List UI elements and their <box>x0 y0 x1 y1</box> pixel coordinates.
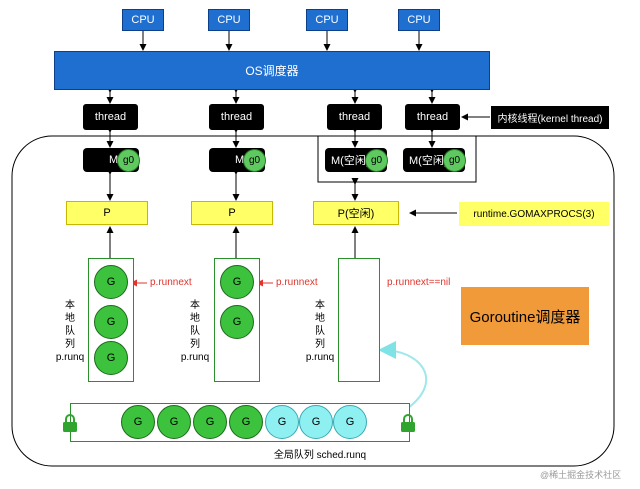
goroutine-cyan: G <box>333 405 367 439</box>
global-queue-label: 全局队列 sched.runq <box>273 450 367 461</box>
goroutine-scheduler-box: Goroutine调度器 <box>461 287 589 345</box>
runnext-nil-label: p.runnext==nil <box>387 277 451 288</box>
idle-group-box <box>317 135 477 183</box>
m-label: M(空闲) <box>331 155 370 167</box>
thread-box: thread <box>209 104 264 130</box>
watermark: @稀土掘金技术社区 <box>540 470 622 480</box>
m-label: M(空闲) <box>409 155 448 167</box>
goroutine-cyan: G <box>299 405 333 439</box>
p-box: P <box>66 201 148 225</box>
goroutine: G <box>193 405 227 439</box>
goroutine: G <box>94 305 128 339</box>
g0-badge: g0 <box>117 149 140 172</box>
thread-box: thread <box>327 104 382 130</box>
goroutine: G <box>94 265 128 299</box>
cpu-box: CPU <box>306 9 348 31</box>
goroutine: G <box>220 265 254 299</box>
runnext-label: p.runnext <box>150 277 192 288</box>
gomaxprocs-label: runtime.GOMAXPROCS(3) <box>459 202 609 226</box>
local-queue-label: 本地 队列 p.runq <box>305 300 335 363</box>
goroutine: G <box>94 341 128 375</box>
cpu-box: CPU <box>208 9 250 31</box>
goroutine: G <box>220 305 254 339</box>
goroutine: G <box>229 405 263 439</box>
goroutine-cyan: G <box>265 405 299 439</box>
m-box: M g0 <box>209 148 266 172</box>
g0-badge: g0 <box>243 149 266 172</box>
m-box: M(空闲) g0 <box>325 148 388 172</box>
cpu-box: CPU <box>398 9 440 31</box>
g0-badge: g0 <box>443 149 466 172</box>
m-box: M(空闲) g0 <box>403 148 466 172</box>
g0-badge: g0 <box>365 149 388 172</box>
goroutine: G <box>157 405 191 439</box>
p-box: P <box>191 201 273 225</box>
goroutine: G <box>121 405 155 439</box>
runnext-label: p.runnext <box>276 277 318 288</box>
thread-box: thread <box>83 104 138 130</box>
m-box: M g0 <box>83 148 140 172</box>
local-runq-empty <box>338 258 380 382</box>
local-queue-label: 本地 队列 p.runq <box>55 300 85 363</box>
lock-icon <box>63 414 77 432</box>
kernel-thread-label: 内核线程(kernel thread) <box>491 106 609 129</box>
m-label: M <box>235 154 245 166</box>
runtime-boundary <box>11 135 615 467</box>
thread-box: thread <box>405 104 460 130</box>
os-scheduler-box: OS调度器 <box>54 51 490 90</box>
lock-icon <box>401 414 415 432</box>
m-label: M <box>109 154 119 166</box>
local-queue-label: 本地 队列 p.runq <box>180 300 210 363</box>
p-box-idle: P(空闲) <box>313 201 399 225</box>
cpu-box: CPU <box>122 9 164 31</box>
steal-arrow <box>378 341 428 409</box>
